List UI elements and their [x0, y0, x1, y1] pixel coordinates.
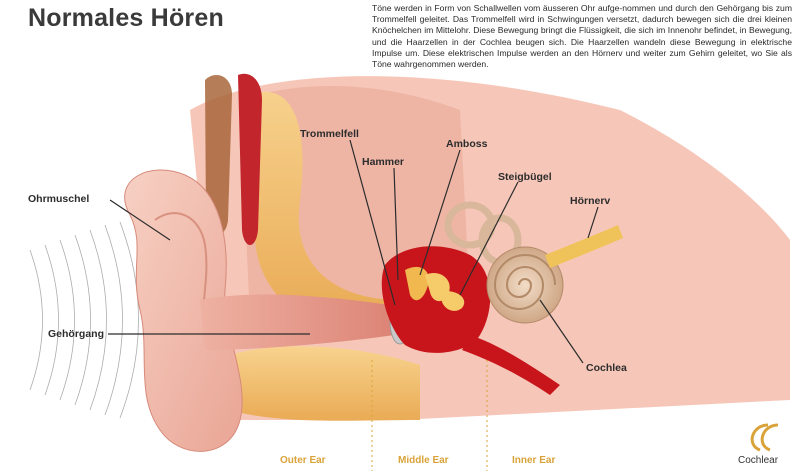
label-trommelfell: Trommelfell — [300, 128, 359, 140]
label-hammer: Hammer — [362, 156, 404, 168]
label-cochlea: Cochlea — [586, 362, 627, 374]
label-amboss: Amboss — [446, 138, 487, 150]
skull-bone-lower — [230, 346, 420, 421]
label-steigbuegel: Steigbügel — [498, 171, 552, 183]
label-gehoergang: Gehörgang — [48, 328, 104, 340]
cochlear-logo-text: Cochlear — [738, 455, 778, 466]
region-outer-ear: Outer Ear — [280, 455, 326, 466]
cochlear-logo-icon — [752, 425, 778, 450]
region-inner-ear: Inner Ear — [512, 455, 555, 466]
region-middle-ear: Middle Ear — [398, 455, 449, 466]
label-ohrmuschel: Ohrmuschel — [28, 193, 89, 205]
label-hoernerv: Hörnerv — [570, 195, 610, 207]
sound-waves — [30, 222, 139, 418]
